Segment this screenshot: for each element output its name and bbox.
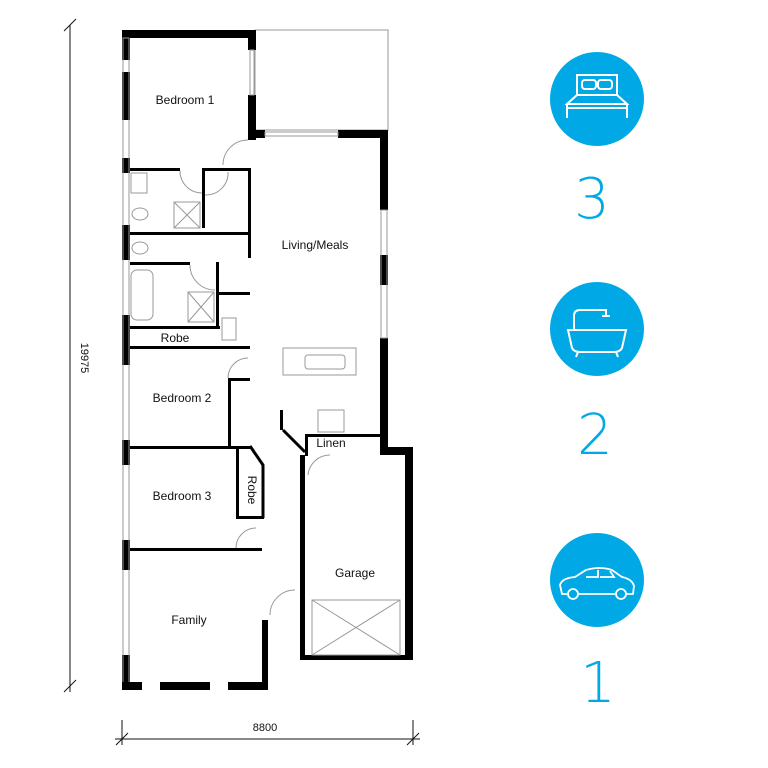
shower — [173, 201, 201, 229]
door-swing — [227, 357, 249, 379]
feature-bathrooms: 2 — [550, 282, 644, 468]
patio-outline — [254, 29, 389, 131]
room-label-robe: Robe — [161, 331, 190, 345]
wall — [248, 130, 265, 138]
door-swing — [235, 527, 257, 549]
wall — [300, 455, 305, 660]
basin — [221, 317, 237, 341]
car-icon — [559, 567, 635, 600]
dimension-width-label: 8800 — [253, 722, 277, 734]
wall — [248, 168, 251, 258]
wall — [236, 446, 239, 518]
wall — [122, 440, 130, 465]
wall — [202, 168, 205, 228]
garage-door-cross — [311, 599, 401, 656]
floor-plan: Bedroom 1 Living/Meals Robe Bedroom 2 Ro… — [122, 29, 413, 690]
wall — [280, 410, 283, 430]
wall — [130, 548, 262, 551]
wall — [122, 158, 130, 173]
wall — [130, 326, 220, 329]
room-label-bedroom3: Bedroom 3 — [153, 489, 212, 503]
wall — [380, 447, 413, 455]
door-swing — [269, 589, 296, 616]
room-label-garage: Garage — [335, 566, 375, 580]
dimension-width: 8800 — [115, 720, 420, 746]
door-swing — [189, 264, 216, 291]
wall — [122, 655, 130, 690]
wall — [380, 255, 388, 285]
wall — [380, 338, 388, 455]
bathroom-count: 2 — [577, 403, 613, 468]
wall — [122, 225, 130, 260]
wall — [262, 620, 268, 690]
wall — [405, 447, 413, 660]
room-label-linen: Linen — [316, 436, 345, 450]
kitchen-sink — [304, 354, 346, 370]
wall — [130, 232, 250, 235]
bathtub — [130, 269, 154, 321]
dimension-depth-label: 19975 — [78, 343, 90, 374]
feature-garage: 1 — [550, 533, 644, 716]
wall — [281, 428, 307, 454]
wall — [122, 682, 142, 690]
wall — [122, 30, 256, 38]
wall — [248, 30, 256, 50]
wall — [228, 682, 268, 690]
wall — [380, 130, 388, 210]
dimension-depth: 19975 — [63, 18, 90, 693]
room-label-bedroom2: Bedroom 2 — [153, 391, 212, 405]
wall — [300, 655, 413, 660]
kitchen-bench — [282, 347, 357, 376]
room-label-robe-2: Robe — [245, 476, 259, 505]
sliding-door — [249, 49, 255, 96]
room-label-family: Family — [171, 613, 206, 627]
bedroom-count: 3 — [574, 167, 610, 232]
shower-cross — [173, 201, 201, 229]
wall — [305, 434, 308, 456]
shower — [187, 291, 215, 323]
wall — [236, 516, 264, 519]
shower-cross — [187, 291, 215, 323]
basin — [130, 172, 148, 194]
wall — [130, 446, 250, 449]
wall — [130, 262, 190, 265]
bed-icon — [564, 74, 630, 118]
wall — [122, 315, 130, 365]
door-swing — [179, 170, 203, 194]
wall — [248, 95, 256, 140]
wall — [228, 378, 231, 448]
wall — [122, 72, 130, 120]
wall — [305, 434, 380, 437]
door-swing — [307, 454, 331, 476]
garage-count: 1 — [580, 651, 616, 716]
feature-bedrooms: 3 — [550, 52, 644, 232]
wall — [203, 168, 251, 171]
wall — [228, 378, 250, 381]
cooktop — [317, 409, 345, 433]
wall — [248, 445, 265, 518]
bathtub-icon — [566, 309, 628, 358]
wall — [216, 292, 250, 295]
wall — [160, 682, 210, 690]
toilet — [131, 241, 149, 255]
door-swing — [222, 139, 249, 166]
garage-door — [311, 599, 401, 656]
window-line — [380, 209, 388, 339]
wall — [122, 540, 130, 570]
toilet — [131, 207, 149, 221]
wall — [338, 130, 388, 138]
sliding-door — [264, 131, 339, 137]
room-label-living: Living/Meals — [282, 238, 349, 252]
door-swing — [204, 171, 229, 196]
room-label-bedroom1: Bedroom 1 — [156, 93, 215, 107]
wall — [130, 346, 250, 349]
wall — [130, 168, 180, 171]
bed-icon-circle — [550, 52, 644, 146]
wall — [122, 30, 130, 60]
car-icon-circle — [550, 533, 644, 627]
